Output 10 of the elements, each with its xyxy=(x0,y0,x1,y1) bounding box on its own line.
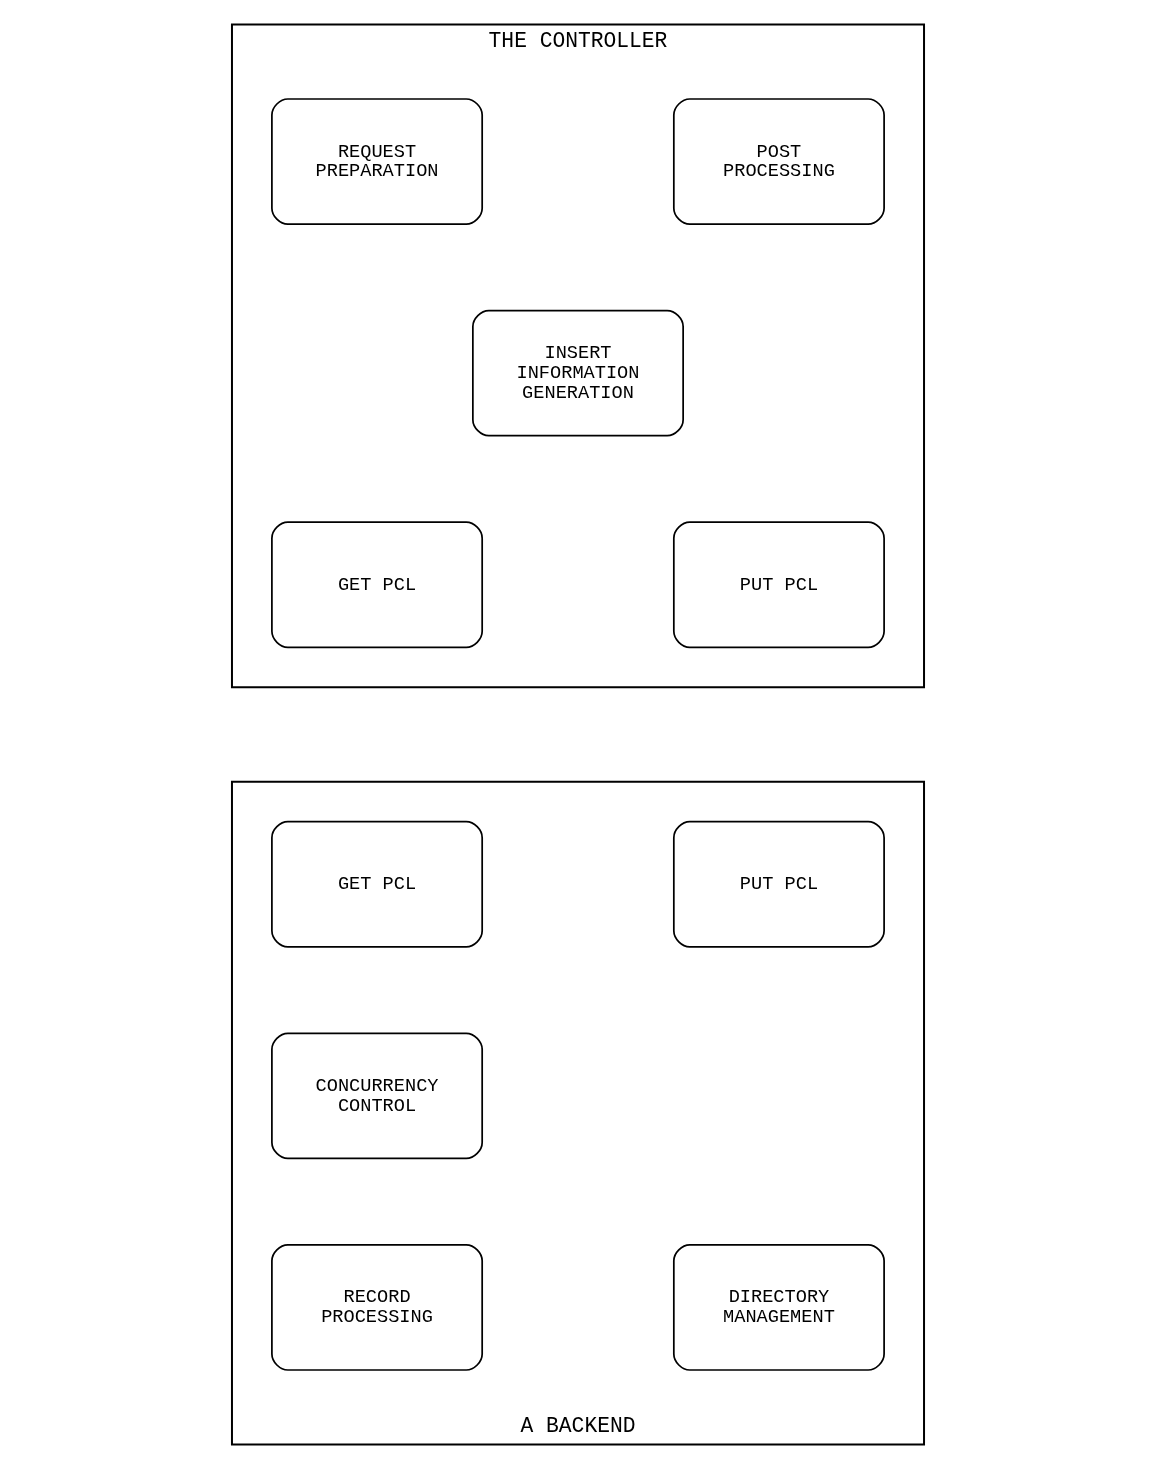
node-box: POST PROCESSING xyxy=(672,98,885,225)
node-box: GET PCL xyxy=(271,820,484,948)
node-box: REQUEST PREPARATION xyxy=(271,98,484,225)
node-box: CONCURRENCY CONTROL xyxy=(271,1032,484,1160)
node-box: PUT PCL xyxy=(672,521,885,649)
node-box: PUT PCL xyxy=(672,820,885,948)
node-box: RECORD PROCESSING xyxy=(271,1244,484,1371)
node-box: INSERT INFORMATION GENERATION xyxy=(472,309,684,437)
node-box: DIRECTORY MANAGEMENT xyxy=(672,1244,885,1371)
node-box: GET PCL xyxy=(271,521,484,649)
